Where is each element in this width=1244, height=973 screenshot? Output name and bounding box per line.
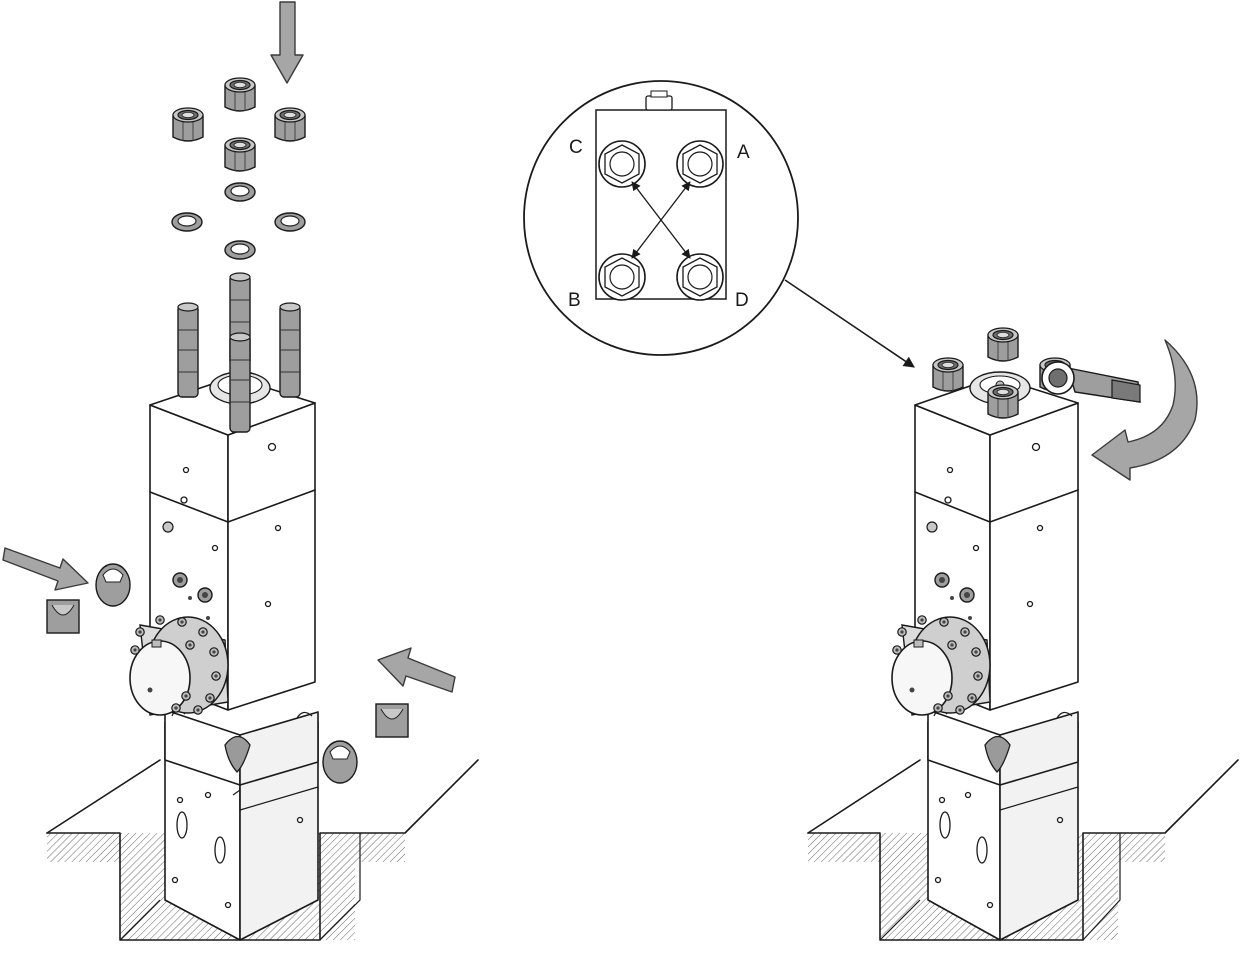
arrow-down-icon (270, 1, 304, 84)
nut (987, 327, 1019, 362)
arrow-right-icon (2, 547, 89, 591)
plug-block (46, 599, 80, 634)
wrench-icon (1041, 361, 1141, 403)
port-nut-B (598, 253, 646, 301)
left-assembly (2, 1, 479, 941)
left-accumulator (129, 615, 229, 716)
rotate-arrow-icon (1091, 339, 1198, 481)
port-nut-D (676, 253, 724, 301)
leader-arrow (784, 279, 915, 368)
right-mid-body (927, 709, 1079, 786)
plug-block (375, 703, 409, 738)
right-grease-fitting (934, 572, 975, 620)
left-grease-fitting (172, 572, 213, 620)
nut (172, 107, 204, 142)
arrow-left-icon (377, 647, 456, 693)
left-exploded-nuts (172, 77, 306, 172)
right-assembly (807, 327, 1239, 941)
nut (932, 357, 964, 392)
port-nut-A (676, 140, 724, 188)
right-accumulator (891, 615, 991, 716)
seal-ring (224, 182, 256, 202)
label-d: D (735, 290, 749, 311)
nut (987, 384, 1019, 419)
seal-ring (274, 212, 306, 232)
nut (224, 137, 256, 172)
left-pipe-studs (177, 272, 301, 433)
cross-arrow-a-b (631, 181, 691, 259)
label-a: A (737, 142, 750, 163)
detail-view: A B C D (523, 80, 799, 356)
nut (224, 77, 256, 112)
stud-left (177, 302, 199, 398)
seal-ring (171, 212, 203, 232)
left-exploded-seals (171, 182, 306, 260)
label-b: B (568, 290, 581, 311)
port-nut-C (598, 140, 646, 188)
label-c: C (569, 137, 583, 158)
seal-ring (224, 240, 256, 260)
nut (274, 107, 306, 142)
stud-front (229, 332, 251, 433)
left-side-plugs (46, 563, 409, 784)
left-mid-body (164, 709, 319, 786)
stud-right (279, 302, 301, 398)
